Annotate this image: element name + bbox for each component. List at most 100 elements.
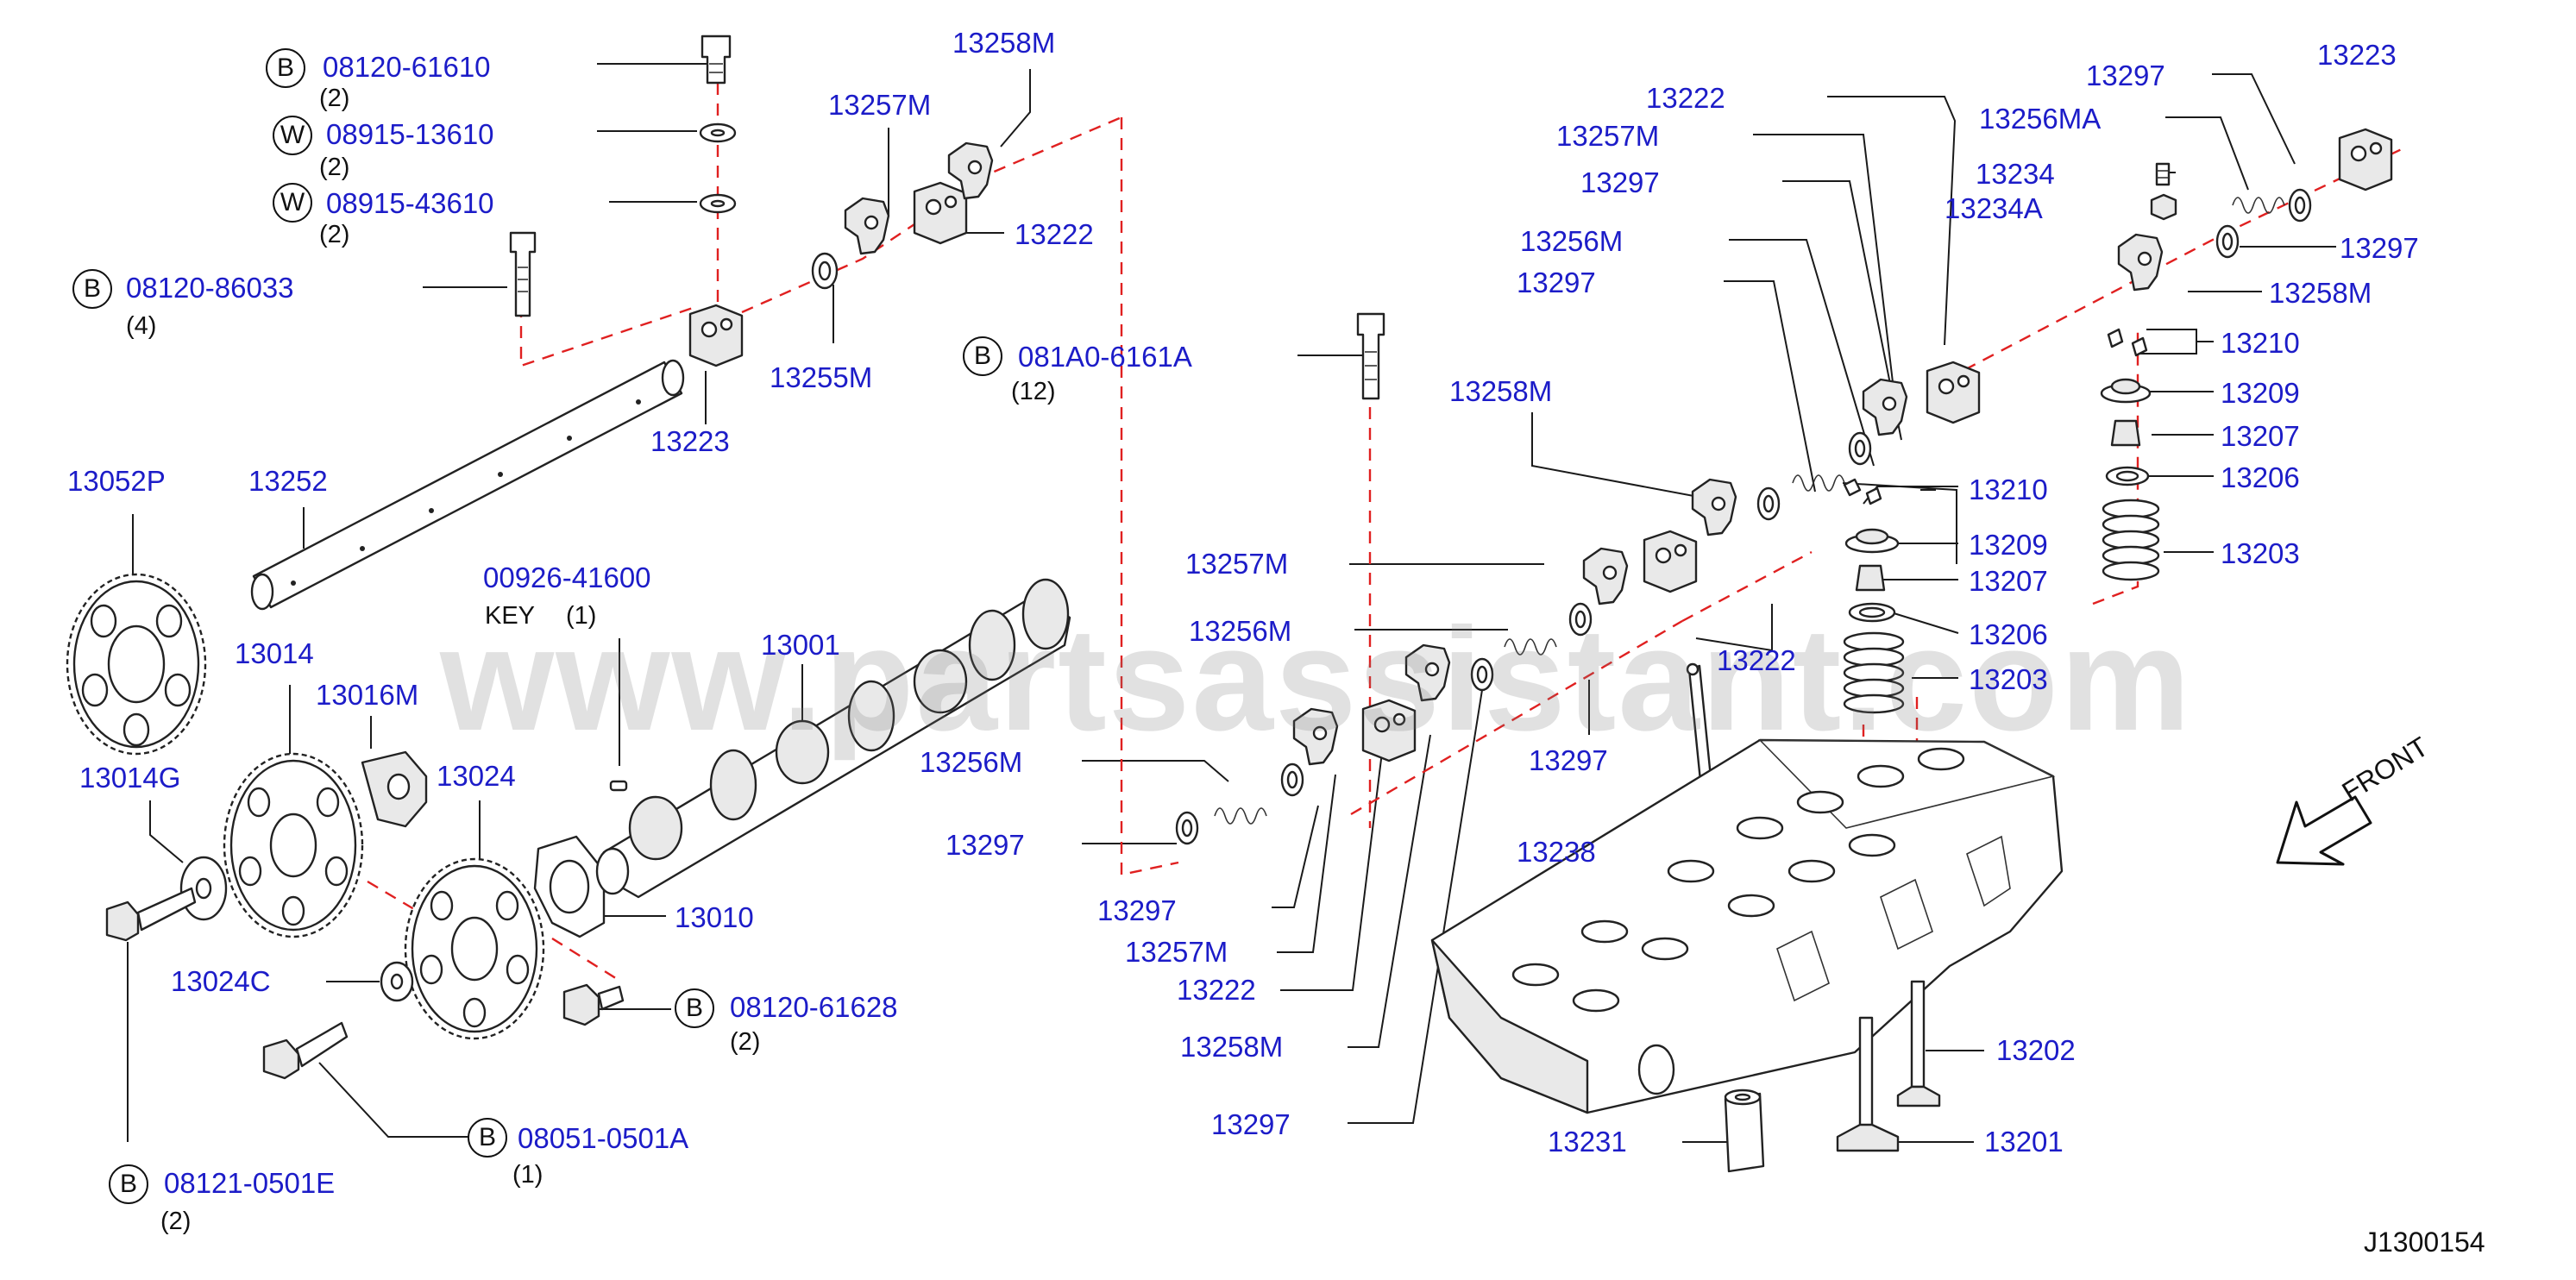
label-13223[interactable]: 13223 bbox=[2317, 39, 2397, 71]
washer-13297-mid-2 bbox=[1280, 762, 1304, 797]
spacer-13016m bbox=[361, 750, 428, 828]
label-13223[interactable]: 13223 bbox=[650, 425, 730, 457]
label-13203[interactable]: 13203 bbox=[1969, 663, 2048, 695]
label-13256m[interactable]: 13256M bbox=[1520, 225, 1624, 257]
label-13255m[interactable]: 13255M bbox=[770, 361, 873, 393]
label-08915-43610[interactable]: 08915-43610 bbox=[326, 187, 494, 219]
label-13297[interactable]: 13297 bbox=[946, 829, 1025, 861]
washer-13297-right-2 bbox=[2215, 224, 2240, 259]
label-13202[interactable]: 13202 bbox=[1996, 1034, 2076, 1066]
front-arrow-icon bbox=[2276, 795, 2372, 866]
label-08120-61610[interactable]: 08120-61610 bbox=[323, 51, 491, 83]
washer-13297-mid-6 bbox=[1848, 431, 1872, 466]
key-text: KEY bbox=[485, 602, 536, 630]
spring-13256ma bbox=[2232, 197, 2285, 214]
rocker-support-13223-top bbox=[688, 304, 744, 367]
seat-13206-mid bbox=[1848, 602, 1896, 623]
label-081a0-6161a[interactable]: 081A0-6161A bbox=[1018, 341, 1192, 373]
label-13297[interactable]: 13297 bbox=[1529, 744, 1608, 776]
label-13257m[interactable]: 13257M bbox=[1556, 120, 1660, 152]
label-08120-61628[interactable]: 08120-61628 bbox=[730, 991, 898, 1023]
label-08051-0501a[interactable]: 08051-0501A bbox=[518, 1122, 689, 1154]
qty-08051-0501a: (1) bbox=[512, 1161, 543, 1189]
label-13207[interactable]: 13207 bbox=[1969, 565, 2048, 597]
label-13257m[interactable]: 13257M bbox=[1185, 548, 1289, 580]
callout-circle-b: B bbox=[675, 988, 714, 1028]
label-13222[interactable]: 13222 bbox=[1646, 82, 1725, 114]
seat-13206-right bbox=[2105, 466, 2150, 486]
key-00926-41600 bbox=[609, 780, 628, 792]
label-13252[interactable]: 13252 bbox=[248, 465, 328, 497]
gear-13024 bbox=[404, 857, 545, 1040]
label-13258m[interactable]: 13258M bbox=[1180, 1031, 1284, 1063]
label-13014g[interactable]: 13014G bbox=[79, 762, 181, 794]
label-13203[interactable]: 13203 bbox=[2221, 537, 2300, 569]
label-13258m[interactable]: 13258M bbox=[1449, 375, 1553, 407]
label-13024c[interactable]: 13024C bbox=[171, 965, 271, 997]
bolt-0501a bbox=[262, 1021, 349, 1080]
label-13010[interactable]: 13010 bbox=[675, 901, 754, 933]
label-13256ma[interactable]: 13256MA bbox=[1979, 103, 2102, 135]
callout-circle-b: B bbox=[963, 336, 1002, 376]
label-08121-0501e[interactable]: 08121-0501E bbox=[164, 1167, 336, 1199]
label-13024[interactable]: 13024 bbox=[437, 760, 516, 792]
label-13256m[interactable]: 13256M bbox=[1189, 615, 1292, 647]
leader-lines bbox=[127, 63, 2336, 1143]
label-00926-41600[interactable]: 00926-41600 bbox=[483, 562, 651, 593]
label-13222[interactable]: 13222 bbox=[1717, 644, 1796, 676]
label-13297[interactable]: 13297 bbox=[2086, 60, 2165, 91]
label-08915-13610[interactable]: 08915-13610 bbox=[326, 118, 494, 150]
label-13210[interactable]: 13210 bbox=[2221, 327, 2300, 359]
label-13297[interactable]: 13297 bbox=[1517, 267, 1596, 298]
label-13297[interactable]: 13297 bbox=[2340, 232, 2419, 264]
label-13297[interactable]: 13297 bbox=[1097, 894, 1177, 926]
rocker-shaft-13252 bbox=[250, 359, 685, 611]
callout-circle-b: B bbox=[266, 48, 305, 88]
label-13210[interactable]: 13210 bbox=[1969, 474, 2048, 505]
label-13258m[interactable]: 13258M bbox=[952, 27, 1056, 59]
seal-13207-right bbox=[2110, 419, 2141, 447]
qty-08121-0501e: (2) bbox=[160, 1208, 192, 1235]
label-13222[interactable]: 13222 bbox=[1177, 974, 1256, 1006]
qty-08915-43610: (2) bbox=[319, 221, 350, 248]
valve-13202 bbox=[1896, 980, 1941, 1107]
callout-circle-b: B bbox=[468, 1118, 507, 1158]
label-13206[interactable]: 13206 bbox=[1969, 618, 2048, 650]
label-08120-86033[interactable]: 08120-86033 bbox=[126, 272, 294, 304]
label-13234[interactable]: 13234 bbox=[1976, 158, 2055, 190]
label-13207[interactable]: 13207 bbox=[2221, 420, 2300, 452]
label-13297[interactable]: 13297 bbox=[1211, 1108, 1291, 1140]
plate-13014g bbox=[179, 856, 228, 921]
washer-13297-mid-1 bbox=[1175, 811, 1199, 845]
label-13001[interactable]: 13001 bbox=[761, 629, 840, 661]
label-13231[interactable]: 13231 bbox=[1548, 1126, 1627, 1158]
label-13257m[interactable]: 13257M bbox=[1125, 936, 1228, 968]
label-13209[interactable]: 13209 bbox=[1969, 529, 2048, 561]
label-13256m[interactable]: 13256M bbox=[920, 746, 1023, 778]
label-13014[interactable]: 13014 bbox=[235, 637, 314, 669]
spring-13256m-mid-3 bbox=[1792, 474, 1845, 492]
seal-13207-mid bbox=[1855, 564, 1886, 592]
bolt-6161a bbox=[1356, 312, 1385, 400]
qty-08120-86033: (4) bbox=[126, 312, 157, 340]
spring-13203-right bbox=[2102, 499, 2160, 581]
valve-guide-13231 bbox=[1724, 1089, 1765, 1173]
label-13222[interactable]: 13222 bbox=[1015, 218, 1094, 250]
label-13238[interactable]: 13238 bbox=[1517, 836, 1596, 868]
label-13258m[interactable]: 13258M bbox=[2269, 277, 2372, 309]
label-13052p[interactable]: 13052P bbox=[67, 465, 166, 497]
adjust-screw-13234 bbox=[2155, 162, 2171, 186]
label-13206[interactable]: 13206 bbox=[2221, 461, 2300, 493]
qty-08120-61628: (2) bbox=[730, 1028, 761, 1056]
rocker-support-13222-mid-3 bbox=[1926, 361, 1981, 424]
label-13209[interactable]: 13209 bbox=[2221, 377, 2300, 409]
label-13201[interactable]: 13201 bbox=[1984, 1126, 2064, 1158]
label-13016m[interactable]: 13016M bbox=[316, 679, 419, 711]
label-13297[interactable]: 13297 bbox=[1580, 166, 1660, 198]
bolt-0501e bbox=[105, 887, 197, 942]
label-13234a[interactable]: 13234A bbox=[1945, 192, 2043, 224]
label-13257m[interactable]: 13257M bbox=[828, 89, 932, 121]
bolt-61628 bbox=[562, 983, 625, 1026]
washer-13255m bbox=[811, 252, 839, 290]
